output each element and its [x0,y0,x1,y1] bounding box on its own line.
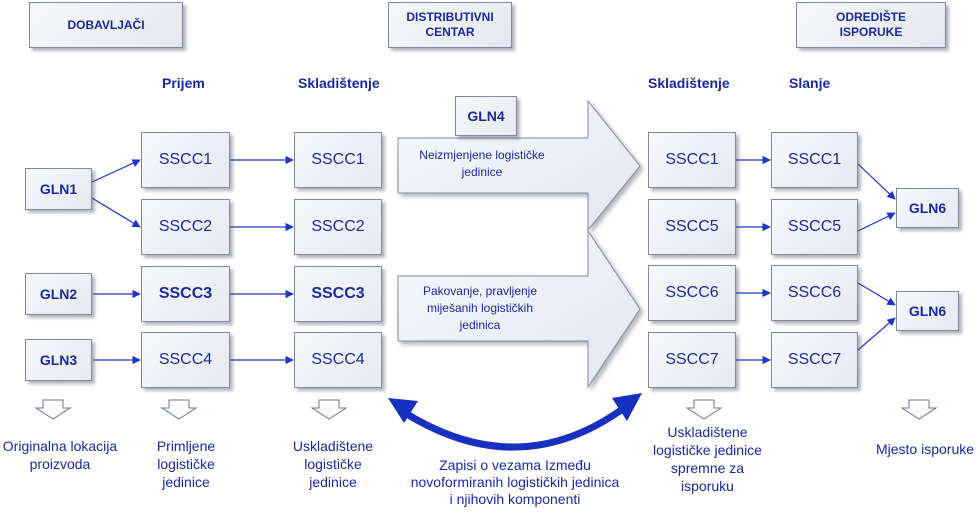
storage-sscc3: SSCC3 [294,266,382,322]
gln3-node: GLN3 [25,339,92,381]
column-label-shipping: Slanje [789,75,831,91]
header-distribution-center: DISTRIBUTIVNI CENTAR [388,2,512,48]
connector-sscc5-gln6 [857,212,896,232]
shipping-sscc7: SSCC7 [771,332,858,388]
receiving-sscc3: SSCC3 [141,266,230,322]
down-arrow-icon [34,399,72,420]
column-label-receiving: Prijem [162,75,205,91]
ready-storage-sscc7: SSCC7 [648,332,736,388]
repacking-arrow [397,229,641,389]
column-label-storage-left: Skladištenje [298,75,380,91]
receiving-sscc2: SSCC2 [141,199,230,255]
down-arrow-icon [685,399,723,420]
header-destination: ODREDIŠTE ISPORUKE [796,2,946,48]
unchanged-units-text: Neizmjenjene logističke jedinice [419,148,545,179]
receiving-sscc1: SSCC1 [141,132,230,188]
header-distribution-center-text: DISTRIBUTIVNI CENTAR [406,10,494,39]
gln2-node: GLN2 [25,273,92,315]
connector-lines [91,155,896,365]
unchanged-units-arrow [397,99,641,232]
down-arrow-icon [900,399,938,420]
shipping-sscc1: SSCC1 [771,132,858,188]
gln6-node-bottom: GLN6 [896,291,959,331]
connector-sscc7-gln6b [857,317,896,351]
curved-arrow-head-left [388,398,418,423]
gln1-node: GLN1 [25,168,92,210]
receiving-sscc4: SSCC4 [141,332,230,388]
curved-double-arrow [388,393,642,451]
header-destination-text: ODREDIŠTE ISPORUKE [835,10,906,39]
ready-storage-sscc5: SSCC5 [648,199,736,255]
relation-note: Zapisi o vezama Između novoformiranih lo… [410,457,620,507]
connector-gln1-sscc2 [91,197,141,228]
down-arrow-icon [160,399,198,420]
header-suppliers: DOBAVLJAČI [29,2,183,48]
storage-sscc1: SSCC1 [294,132,382,188]
shipping-sscc5: SSCC5 [771,199,858,255]
caption-delivery: Mjesto isporuke [875,441,975,457]
storage-sscc4: SSCC4 [294,332,382,388]
connector-gln1-sscc1 [91,159,141,183]
caption-received: Primljene logističke jedinice [156,438,216,490]
shipping-sscc6: SSCC6 [771,265,858,321]
caption-origin: Originalna lokacija proizvoda [2,438,118,472]
ready-storage-sscc1: SSCC1 [648,132,736,188]
connector-sscc6-gln6b [857,282,896,306]
curved-arrow-head-right [612,393,642,421]
repacking-text: Pakovanje, pravljenje miješanih logistič… [422,284,538,332]
caption-ready: Uskladištene logističke jedinice spremne… [653,424,762,494]
gln4-node: GLN4 [455,96,517,136]
caption-stored: Uskladištene logističke jedinice [292,438,374,490]
ready-storage-sscc6: SSCC6 [648,265,736,321]
storage-sscc2: SSCC2 [294,199,382,255]
down-arrows [34,399,938,420]
connector-sscc1-gln6 [857,163,896,200]
column-label-storage-right: Skladištenje [648,75,730,91]
gln6-node-top: GLN6 [896,188,959,228]
down-arrow-icon [310,399,348,420]
